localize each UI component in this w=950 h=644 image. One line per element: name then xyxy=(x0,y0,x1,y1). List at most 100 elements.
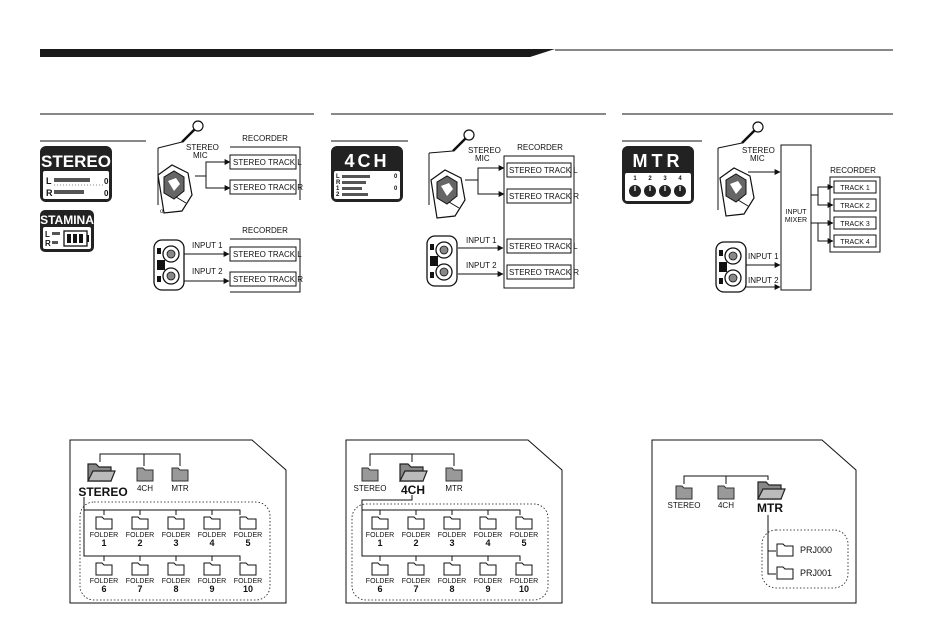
mtr-diagram: STEREO MIC INPUT MIXER INPUT 1 INPUT 2 R… xyxy=(715,120,881,293)
svg-text:INPUT 2: INPUT 2 xyxy=(466,261,497,270)
folder-number: 10 xyxy=(243,584,253,594)
folder-label: FOLDER xyxy=(474,578,502,585)
svg-text:RECORDER: RECORDER xyxy=(242,134,288,143)
svg-text:STEREO: STEREO xyxy=(668,501,701,510)
folder-number: 4 xyxy=(485,538,490,548)
folder-label: FOLDER xyxy=(438,532,466,539)
svg-text:MIC: MIC xyxy=(475,154,490,163)
folder-label: FOLDER xyxy=(366,532,394,539)
stereo-mic-diagram: o STEREO MIC RECORDER STEREO TRACK L STE… xyxy=(153,119,303,293)
folder-label: FOLDER xyxy=(438,578,466,585)
folder-label: FOLDER xyxy=(90,578,118,585)
svg-text:R: R xyxy=(46,188,53,198)
svg-text:TRACK 2: TRACK 2 xyxy=(840,203,870,210)
svg-text:INPUT 2: INPUT 2 xyxy=(748,276,779,285)
svg-text:PRJ001: PRJ001 xyxy=(800,568,832,578)
svg-text:TRACK 1: TRACK 1 xyxy=(840,185,870,192)
stereo-mode-badge: STEREO L R 0 0 xyxy=(40,146,112,202)
svg-text:MIC: MIC xyxy=(193,151,208,160)
svg-text:0: 0 xyxy=(394,174,398,180)
svg-text:1: 1 xyxy=(633,176,637,182)
mtr-folder-tree: STEREO 4CH MTR PRJ000 PRJ001 xyxy=(651,439,857,604)
svg-text:0: 0 xyxy=(394,186,398,192)
folder-number: 8 xyxy=(173,584,178,594)
svg-text:4CH: 4CH xyxy=(401,483,425,497)
folder-number: 9 xyxy=(209,584,214,594)
svg-text:R: R xyxy=(336,180,341,186)
svg-text:MTR: MTR xyxy=(171,484,189,493)
folder-number: 8 xyxy=(449,584,454,594)
svg-text:4CH: 4CH xyxy=(137,484,153,493)
folder-label: FOLDER xyxy=(162,532,190,539)
svg-text:INPUT 1: INPUT 1 xyxy=(748,252,779,261)
folder-label: FOLDER xyxy=(402,532,430,539)
svg-text:RECORDER: RECORDER xyxy=(242,226,288,235)
svg-text:0: 0 xyxy=(104,177,109,186)
svg-text:L: L xyxy=(45,230,50,239)
folder-label: FOLDER xyxy=(126,532,154,539)
folder-label: FOLDER xyxy=(198,532,226,539)
svg-text:INPUT 2: INPUT 2 xyxy=(192,267,223,276)
folder-label: FOLDER xyxy=(198,578,226,585)
folder-number: 7 xyxy=(137,584,142,594)
svg-text:STEREO: STEREO xyxy=(186,143,219,152)
svg-text:4: 4 xyxy=(678,176,682,182)
svg-text:L: L xyxy=(46,176,52,186)
folder-label: FOLDER xyxy=(162,578,190,585)
folder-number: 3 xyxy=(449,538,454,548)
svg-text:0: 0 xyxy=(104,189,109,198)
svg-text:L: L xyxy=(336,174,340,180)
svg-text:STAMINA: STAMINA xyxy=(40,213,94,227)
folder-number: 2 xyxy=(137,538,142,548)
svg-text:4CH: 4CH xyxy=(718,501,734,510)
svg-text:TRACK 3: TRACK 3 xyxy=(840,221,870,228)
svg-text:o: o xyxy=(160,209,164,215)
svg-text:STEREO TRACK L: STEREO TRACK L xyxy=(233,158,302,167)
stereo-folder-grid: FOLDER1FOLDER2FOLDER3FOLDER4FOLDER5FOLDE… xyxy=(90,516,262,594)
header-bar xyxy=(40,49,555,57)
svg-text:STEREO: STEREO xyxy=(354,484,387,493)
folder-number: 10 xyxy=(519,584,529,594)
4ch-diagram: STEREO MIC RECORDER STEREO TRACK L STERE… xyxy=(426,128,579,289)
svg-text:MIC: MIC xyxy=(750,154,765,163)
svg-text:STEREO TRACK L: STEREO TRACK L xyxy=(509,242,578,251)
svg-text:MTR: MTR xyxy=(633,151,684,171)
svg-text:STEREO TRACK R: STEREO TRACK R xyxy=(509,268,579,277)
folder-label: FOLDER xyxy=(402,578,430,585)
svg-text:STEREO TRACK R: STEREO TRACK R xyxy=(233,275,303,284)
svg-text:MIXER: MIXER xyxy=(785,217,807,224)
svg-text:2: 2 xyxy=(648,176,652,182)
svg-text:3: 3 xyxy=(663,176,667,182)
svg-text:1: 1 xyxy=(336,186,340,192)
svg-text:4CH: 4CH xyxy=(344,151,389,171)
folder-number: 5 xyxy=(521,538,526,548)
folder-label: FOLDER xyxy=(510,578,538,585)
mtr-mode-badge: MTR 1 2 3 4 xyxy=(622,146,694,204)
folder-number: 6 xyxy=(377,584,382,594)
folder-label: FOLDER xyxy=(90,532,118,539)
folder-label: FOLDER xyxy=(126,578,154,585)
folder-label: FOLDER xyxy=(234,578,262,585)
folder-label: FOLDER xyxy=(474,532,502,539)
folder-number: 4 xyxy=(209,538,214,548)
svg-text:STEREO: STEREO xyxy=(78,485,127,499)
folder-number: 1 xyxy=(101,538,106,548)
stamina-mode-badge: STAMINA L R xyxy=(40,210,94,252)
svg-text:STEREO TRACK L: STEREO TRACK L xyxy=(509,166,578,175)
